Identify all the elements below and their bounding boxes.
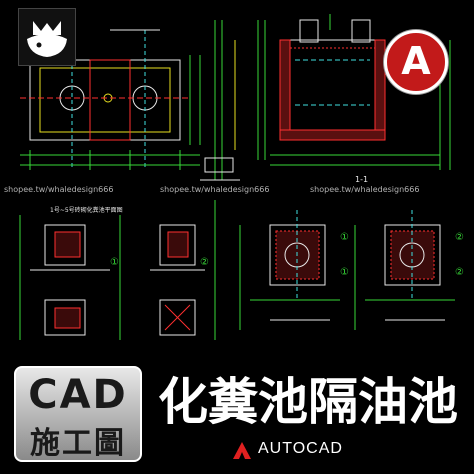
watermark-left: shopee.tw/whaledesign666 xyxy=(4,185,114,194)
whale-logo xyxy=(18,8,76,66)
detail-number-4: ② xyxy=(455,232,464,243)
dimension-lines xyxy=(200,20,240,181)
detail-number-3: ① xyxy=(340,232,349,243)
detail-number-2: ② xyxy=(200,257,209,268)
whale-icon xyxy=(27,21,67,57)
watermark-center: shopee.tw/whaledesign666 xyxy=(160,185,270,194)
detail-number-5: ① xyxy=(340,267,349,278)
plan-title: 1号~5号砖砌化粪池平面图 xyxy=(50,206,123,214)
section-label: 1-1 xyxy=(355,175,368,184)
watermark-right: shopee.tw/whaledesign666 xyxy=(310,185,420,194)
autocad-logo-icon xyxy=(233,442,251,459)
detail-views-left xyxy=(19,200,216,340)
detail-number-1: ① xyxy=(110,257,119,268)
badge-sub-text: 施工圖 xyxy=(30,426,126,461)
detail-number-6: ② xyxy=(455,267,464,278)
autocad-brand-text: AUTOCAD xyxy=(258,440,343,457)
autocad-app-icon: A xyxy=(384,30,448,94)
section-view xyxy=(257,14,451,170)
badge-cad-text: CAD xyxy=(28,372,128,418)
product-title: 化糞池隔油池 xyxy=(158,373,458,431)
cad-badge: CAD 施工圖 xyxy=(14,366,142,462)
detail-views-right xyxy=(239,210,455,330)
